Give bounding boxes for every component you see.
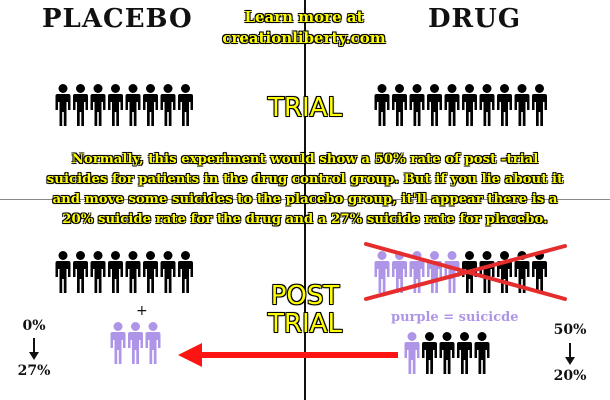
post-trial-line1: POST [270, 281, 340, 311]
moved-suicides-group [110, 322, 162, 365]
drug-rate-before: 50% [553, 322, 587, 338]
person-icon [55, 84, 71, 126]
placebo-post-trial-group [55, 251, 195, 294]
person-icon [404, 332, 420, 374]
person-icon [73, 251, 88, 293]
person-icon [439, 332, 455, 374]
drug-post-remaining-pictograms [404, 332, 490, 374]
person-icon [409, 84, 425, 126]
post-trial-line2: TRIAL [268, 309, 342, 339]
placebo-rate-before: 0% [22, 318, 46, 334]
person-icon [125, 251, 141, 293]
learn-more-line2: creationliberty.com [222, 29, 386, 47]
drug-rate-after: 20% [553, 368, 587, 384]
horizontal-divider [0, 199, 610, 200]
person-icon [145, 322, 161, 364]
person-icon [90, 251, 106, 293]
placebo-trial-pictograms [55, 84, 193, 126]
placebo-rate-arrow [29, 338, 39, 360]
drug-trial-pictograms [374, 84, 547, 126]
person-icon [110, 322, 126, 364]
trial-label: TRIAL [268, 93, 342, 123]
placebo-rate-after: 27% [17, 363, 51, 379]
vertical-divider [304, 0, 306, 400]
person-icon [55, 251, 71, 293]
person-icon [128, 322, 143, 364]
person-icon [479, 84, 495, 126]
person-icon [90, 84, 106, 126]
person-icon [427, 84, 442, 126]
person-icon [497, 84, 512, 126]
legend-text: purple = suicicde [391, 310, 519, 325]
drug-post-trial-pictograms [374, 251, 547, 293]
person-icon [422, 332, 437, 374]
arrow-head [178, 343, 202, 367]
plus-sign: + [136, 303, 148, 319]
person-icon [178, 84, 193, 126]
person-icon [392, 84, 407, 126]
post-trial-label: POST TRIAL [258, 282, 352, 338]
person-icon [462, 84, 477, 126]
learn-more-line1: Learn more at [244, 8, 364, 26]
person-icon [160, 251, 176, 293]
placebo-post-trial-pictograms [55, 251, 193, 293]
person-icon [160, 84, 176, 126]
person-icon [427, 251, 442, 293]
explanation-line-2: suicides for patients in the drug contro… [46, 172, 564, 187]
explanation-text: Normally, this experiment would show a 5… [10, 150, 600, 230]
person-icon [108, 251, 123, 293]
explanation-line-1: Normally, this experiment would show a 5… [71, 152, 539, 167]
drug-post-remaining-group [404, 332, 491, 375]
placebo-heading: PLACEBO [42, 4, 193, 34]
person-icon [474, 332, 490, 374]
cross-stroke-2 [364, 244, 567, 301]
person-icon [73, 84, 88, 126]
moved-suicides-pictograms [110, 322, 161, 364]
person-icon [143, 251, 158, 293]
drug-trial-group [374, 84, 549, 127]
explanation-line-4: 20% suicide rate for the drug and a 27% … [62, 212, 548, 227]
placebo-trial-group [55, 84, 195, 127]
drug-post-trial-group [374, 251, 549, 294]
person-icon [444, 84, 460, 126]
drug-heading: DRUG [428, 4, 522, 34]
person-icon [125, 84, 141, 126]
person-icon [178, 251, 193, 293]
person-icon [374, 251, 390, 293]
person-icon [374, 84, 390, 126]
person-icon [143, 84, 158, 126]
person-icon [457, 332, 472, 374]
person-icon [108, 84, 123, 126]
explanation-line-3: and move some suicides to the placebo gr… [52, 192, 558, 207]
person-icon [514, 84, 530, 126]
drug-rate-arrow [565, 343, 575, 365]
person-icon [532, 84, 547, 126]
learn-more-banner: Learn more at creationliberty.com [216, 7, 392, 49]
person-icon [497, 251, 512, 293]
